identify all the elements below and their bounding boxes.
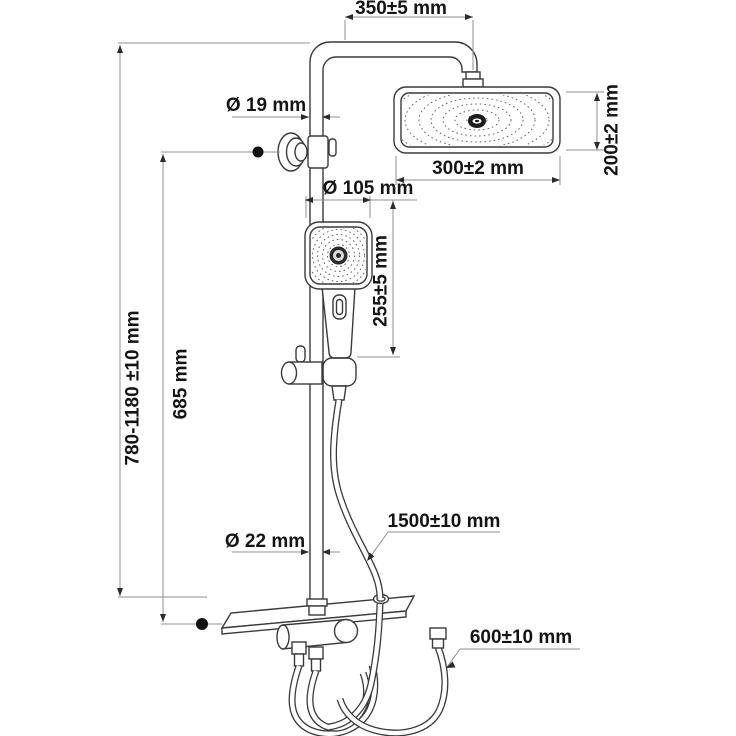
hoses: [288, 399, 449, 736]
wall-bracket: [277, 132, 337, 172]
supply-hose-free-end: [336, 627, 449, 736]
label-arm-length: 350±5 mm: [355, 0, 447, 19]
wall-mount-dot-top: [252, 146, 264, 158]
label-pipe-diameter-top: Ø 19 mm: [226, 95, 306, 116]
label-head-width: 300±2 mm: [432, 158, 524, 179]
hose-cone-nut: [331, 385, 347, 401]
hose-end-nut: [429, 627, 447, 640]
label-hand-shower-length: 255±5 mm: [371, 235, 392, 327]
wall-mount-dot-bottom: [196, 618, 208, 630]
dimension-labels: 350±5 mm Ø 19 mm 200±2 mm 300±2 mm Ø 105…: [123, 0, 623, 648]
label-supply-hose-length: 600±10 mm: [470, 627, 572, 648]
pipe-base-nut: [306, 598, 328, 616]
mixer-supply-connectors: [291, 641, 324, 672]
riser-pipe-and-arm: [309, 41, 478, 607]
holder-lever: [295, 345, 306, 363]
rain-head-nozzle-pattern: [401, 95, 554, 145]
label-bracket-height: 685 mm: [171, 349, 192, 420]
hand-shower: [304, 221, 373, 359]
rain-head-center-nozzle: [468, 114, 486, 128]
mixer-body: [276, 618, 359, 672]
label-head-height: 200±2 mm: [602, 84, 623, 176]
hand-shower-center-nozzle: [329, 246, 348, 265]
arm-connector-nut: [462, 71, 484, 88]
holder-ring: [322, 357, 357, 387]
shower-holder: [280, 345, 357, 401]
dimension-lines: [117, 14, 604, 668]
hose-below-shelf: [328, 603, 384, 731]
rain-shower-head: [393, 86, 561, 154]
label-pipe-diameter-bottom: Ø 22 mm: [225, 531, 305, 552]
label-shower-hose-length: 1500±10 mm: [388, 511, 501, 532]
supply-hose-left-loop: [288, 664, 379, 736]
label-column-height: 780-1180 ±10 mm: [123, 310, 144, 465]
hand-shower-hose: [330, 399, 384, 599]
mixer-knob: [333, 618, 359, 644]
label-hand-shower-diameter: Ø 105 mm: [323, 178, 414, 199]
